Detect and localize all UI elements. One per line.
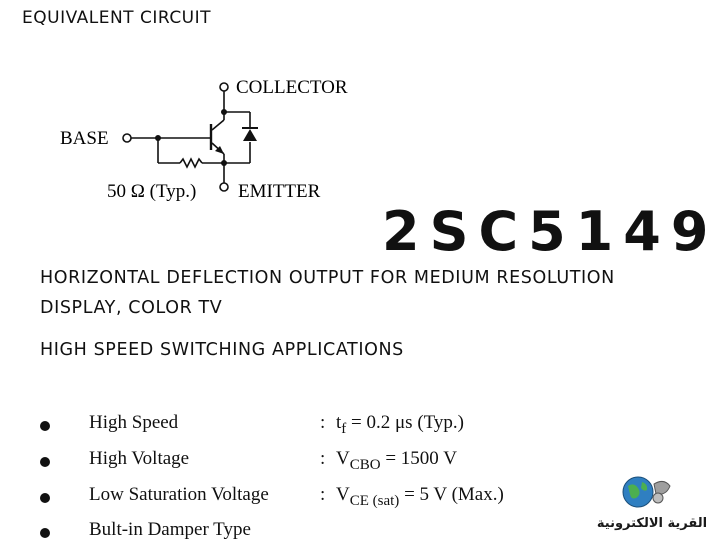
application-line-3: HIGH SPEED SWITCHING APPLICATIONS [40, 340, 404, 360]
equivalent-circuit-diagram: COLLECTOR BASE EMITTER 50 Ω (Typ.) [60, 77, 348, 202]
emitter-arrow [215, 146, 224, 154]
bullet-icon [40, 421, 50, 431]
watermark-text: القرية الالكترونية [596, 516, 708, 531]
emitter-label: EMITTER [238, 181, 321, 202]
feature-label: Bult-in Damper Type [89, 519, 251, 540]
feature-row: Bult-in Damper Type [0, 519, 709, 547]
part-number: 2SC5149 [382, 200, 709, 263]
feature-value: VCBO = 1500 V [336, 448, 457, 473]
emitter-terminal [219, 182, 229, 192]
base-label: BASE [60, 128, 109, 149]
feature-colon: : [320, 448, 326, 469]
collector-terminal [219, 82, 229, 92]
feature-label: High Speed [89, 412, 179, 433]
damper-diode [243, 129, 257, 141]
watermark-logo: القرية الالكترونية [596, 472, 708, 542]
feature-value: tf = 0.2 μs (Typ.) [336, 412, 465, 437]
bullet-icon [40, 457, 50, 467]
resistor-value-label: 50 Ω (Typ.) [107, 181, 196, 202]
bullet-icon [40, 493, 50, 503]
application-line-1: HORIZONTAL DEFLECTION OUTPUT FOR MEDIUM … [40, 268, 615, 288]
collector-label: COLLECTOR [236, 77, 348, 98]
feature-row: Low Saturation Voltage : VCE (sat) = 5 V… [0, 484, 709, 512]
globe-icon [622, 476, 671, 508]
feature-label: High Voltage [89, 448, 190, 469]
feature-colon: : [320, 484, 326, 505]
section-title: EQUIVALENT CIRCUIT [22, 8, 212, 28]
feature-row: High Speed : tf = 0.2 μs (Typ.) [0, 412, 709, 440]
application-line-2: DISPLAY, COLOR TV [40, 298, 223, 318]
feature-row: High Voltage : VCBO = 1500 V [0, 448, 709, 476]
bullet-icon [40, 528, 50, 538]
base-terminal [122, 133, 132, 143]
resistor-symbol [179, 157, 203, 169]
feature-colon: : [320, 412, 326, 433]
feature-label: Low Saturation Voltage [89, 484, 269, 505]
feature-value: VCE (sat) = 5 V (Max.) [336, 484, 504, 509]
